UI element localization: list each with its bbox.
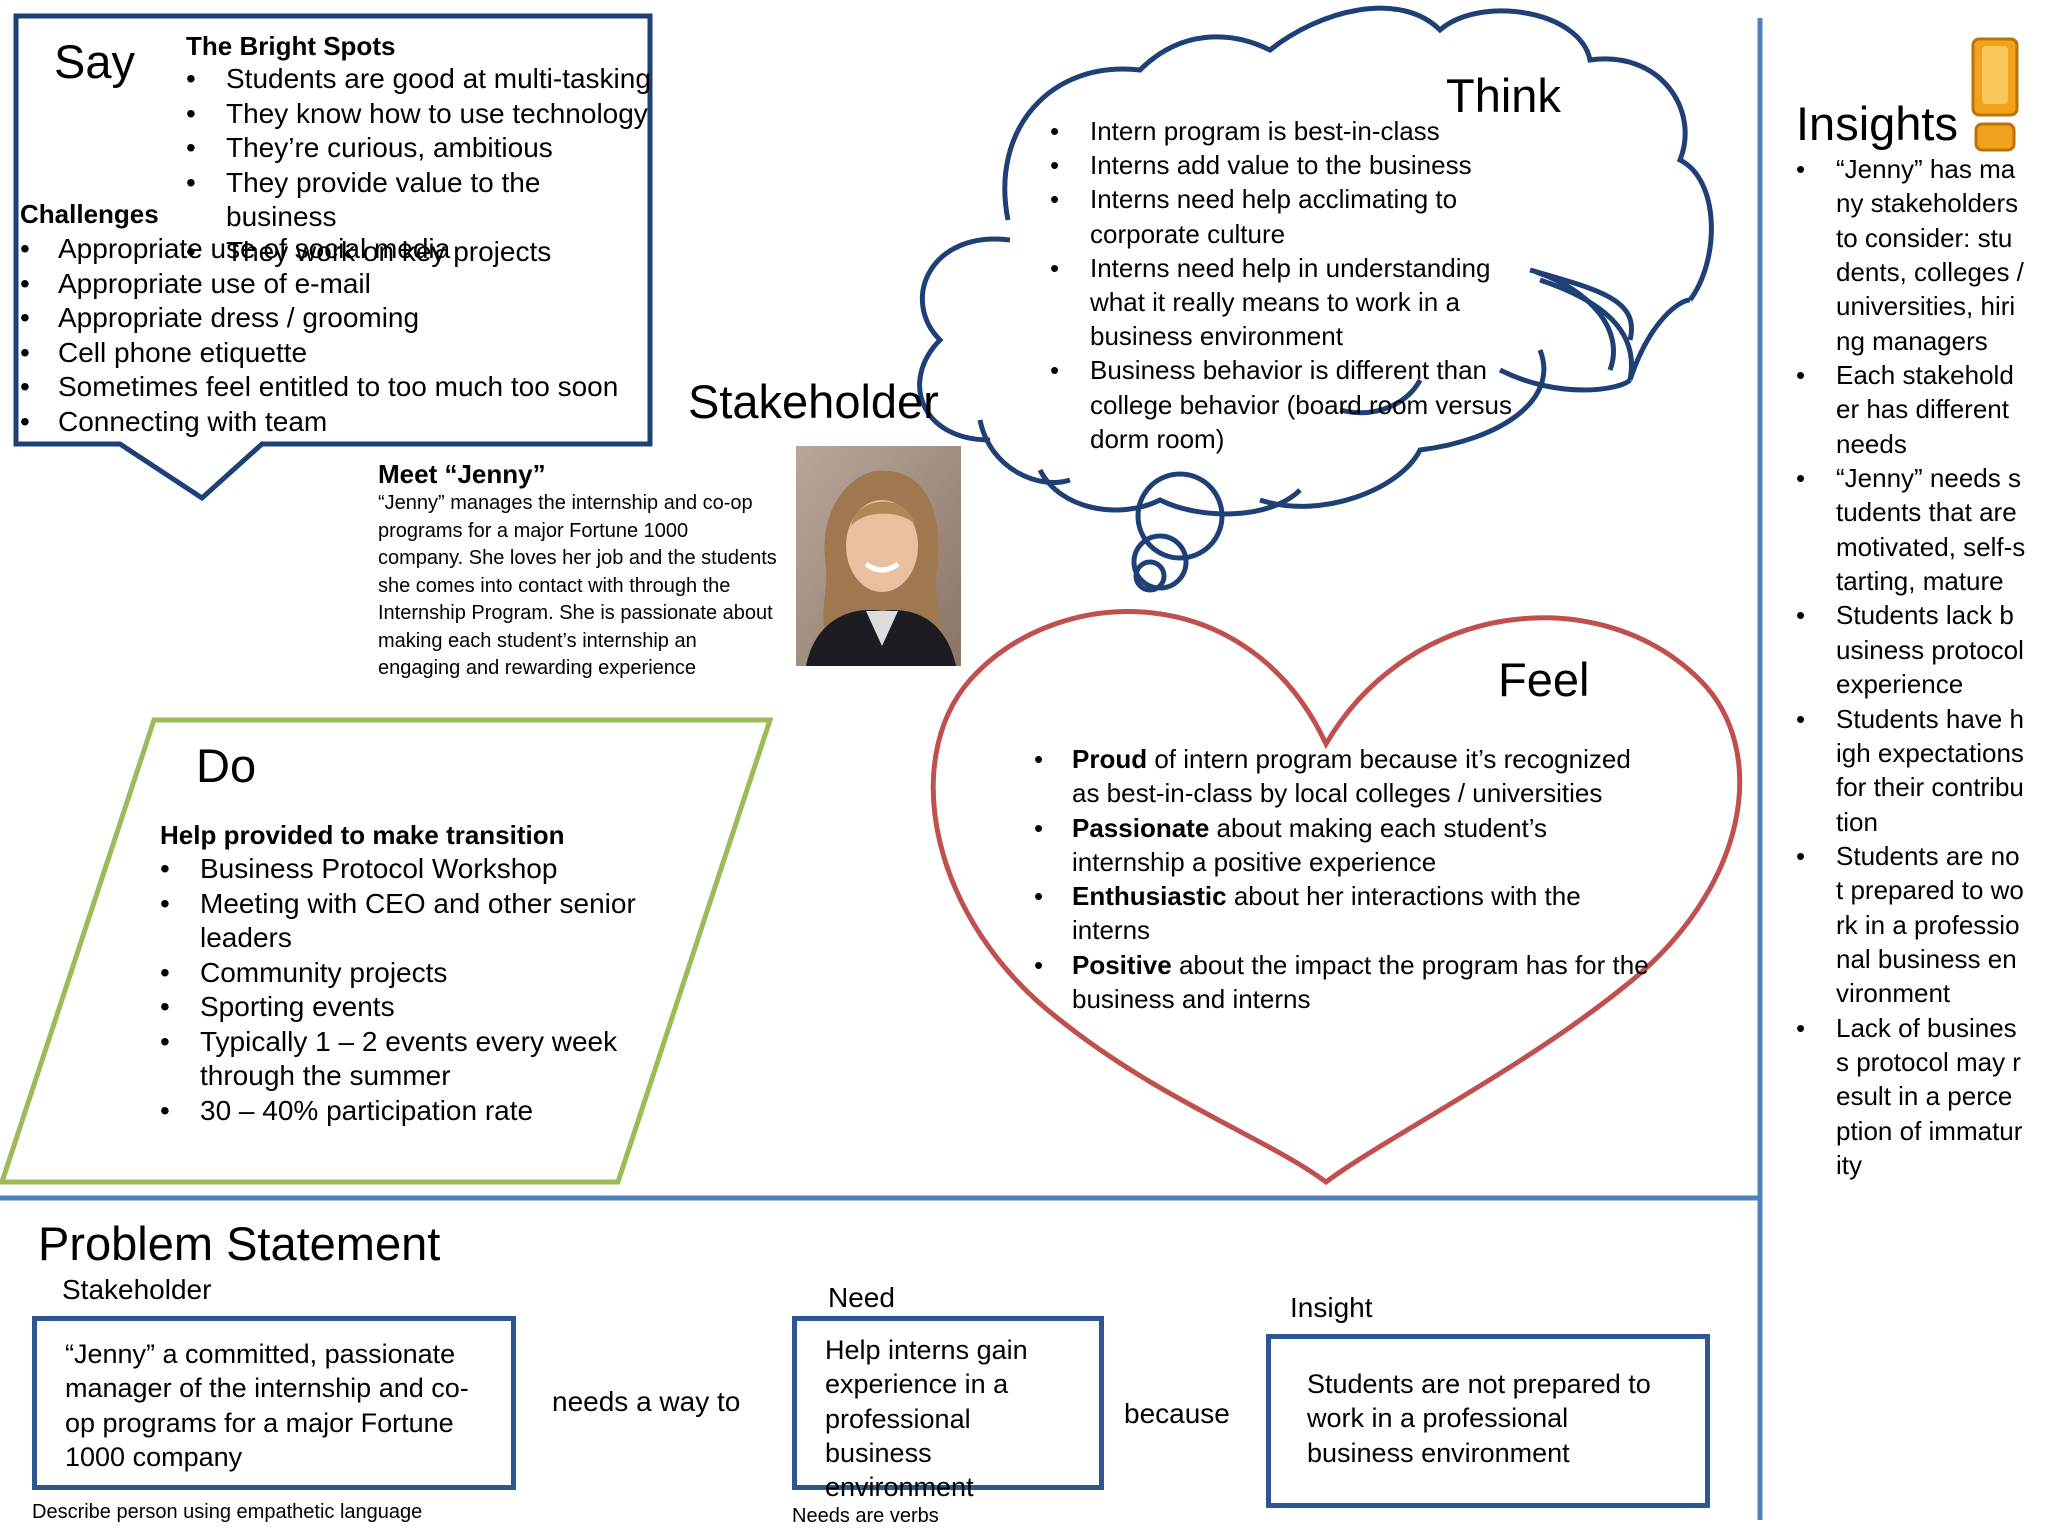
list-item: Sporting events	[160, 990, 680, 1025]
list-item: Business behavior is different than coll…	[1050, 353, 1520, 456]
insight-box: Students are not prepared to work in a p…	[1266, 1334, 1710, 1508]
list-item: Proud of intern program because it’s rec…	[1034, 742, 1654, 811]
list-item: Sometimes feel entitled to too much too …	[20, 370, 660, 405]
list-item: Students are not prepared to work in a p…	[1796, 839, 2026, 1011]
list-item: Interns add value to the business	[1050, 148, 1520, 182]
list-item: Students have high expectations for thei…	[1796, 702, 2026, 839]
list-item: “Jenny” has many stakeholders to conside…	[1796, 152, 2026, 358]
list-item: Each stakeholder has different needs	[1796, 358, 2026, 461]
stakeholder-box: “Jenny” a committed, passionate manager …	[32, 1316, 516, 1490]
list-item: Students are good at multi-tasking	[186, 62, 656, 97]
feel-text: of intern program because it’s recognize…	[1072, 744, 1631, 809]
insights-list: “Jenny” has many stakeholders to conside…	[1796, 152, 2026, 1182]
list-item: Positive about the impact the program ha…	[1034, 948, 1654, 1017]
challenges-title: Challenges	[20, 199, 159, 229]
list-item: Passionate about making each student’s i…	[1034, 811, 1654, 880]
need-label: Need	[828, 1282, 895, 1313]
feel-keyword: Proud	[1072, 744, 1148, 774]
list-item: Lack of business protocol may result in …	[1796, 1011, 2026, 1183]
stakeholder-title: Stakeholder	[688, 375, 939, 428]
list-item: Appropriate use of social media	[20, 232, 660, 267]
list-item: 30 – 40% participation rate	[160, 1094, 680, 1129]
feel-keyword: Enthusiastic	[1072, 881, 1227, 912]
say-title: Say	[54, 35, 135, 88]
do-title: Do	[196, 739, 257, 792]
do-list: Business Protocol Workshop Meeting with …	[160, 852, 680, 1128]
list-item: Cell phone etiquette	[20, 336, 660, 371]
stakeholder-note: Describe person using empathetic languag…	[32, 1501, 423, 1523]
list-item: They provide value to the business	[186, 166, 656, 235]
list-item: They know how to use technology	[186, 97, 656, 132]
list-item: Meeting with CEO and other senior leader…	[160, 887, 680, 956]
list-item: “Jenny” needs students that are motivate…	[1796, 461, 2026, 598]
do-subtitle: Help provided to make transition	[160, 820, 565, 850]
think-list: Intern program is best-in-class Interns …	[1050, 114, 1520, 456]
problem-statement-title: Problem Statement	[38, 1217, 441, 1270]
feel-title: Feel	[1498, 653, 1590, 706]
connector-needs-a-way-to: needs a way to	[552, 1386, 741, 1417]
list-item: Business Protocol Workshop	[160, 852, 680, 887]
challenges-list: Appropriate use of social media Appropri…	[20, 232, 660, 439]
list-item: Enthusiastic about her interactions with…	[1034, 879, 1654, 948]
jenny-photo	[796, 446, 961, 666]
insights-title: Insights	[1796, 97, 1958, 150]
meet-jenny-title: Meet “Jenny”	[378, 459, 546, 489]
think-title: Think	[1446, 69, 1561, 122]
list-item: Interns need help acclimating to corpora…	[1050, 182, 1520, 250]
stakeholder-label: Stakeholder	[62, 1274, 212, 1305]
list-item: Intern program is best-in-class	[1050, 114, 1520, 148]
list-item: Interns need help in understanding what …	[1050, 251, 1520, 354]
feel-text: about making each student’s internship a…	[1072, 812, 1548, 877]
feel-list: Proud of intern program because it’s rec…	[1034, 742, 1654, 1016]
feel-text: about her interactions with the interns	[1072, 881, 1581, 946]
bright-spots-title: The Bright Spots	[186, 31, 396, 61]
feel-text: about the impact the program has for the…	[1072, 949, 1649, 1015]
feel-keyword: Passionate	[1072, 812, 1210, 843]
need-note: Needs are verbs	[792, 1505, 939, 1527]
list-item: Appropriate dress / grooming	[20, 301, 660, 336]
connector-because: because	[1124, 1398, 1230, 1429]
list-item: Connecting with team	[20, 405, 660, 440]
list-item: Appropriate use of e-mail	[20, 267, 660, 302]
list-item: Typically 1 – 2 events every week throug…	[160, 1025, 680, 1094]
exclamation-icon	[1971, 37, 2019, 152]
list-item: Students lack business protocol experien…	[1796, 598, 2026, 701]
insight-label: Insight	[1290, 1292, 1373, 1323]
list-item: Community projects	[160, 956, 680, 991]
need-box: Help interns gain experience in a profes…	[792, 1316, 1104, 1502]
feel-keyword: Positive	[1072, 949, 1172, 980]
list-item: They’re curious, ambitious	[186, 131, 656, 166]
feel-heart-shape	[930, 609, 1743, 1186]
jenny-description: “Jenny” manages the internship and co-op…	[378, 492, 777, 679]
